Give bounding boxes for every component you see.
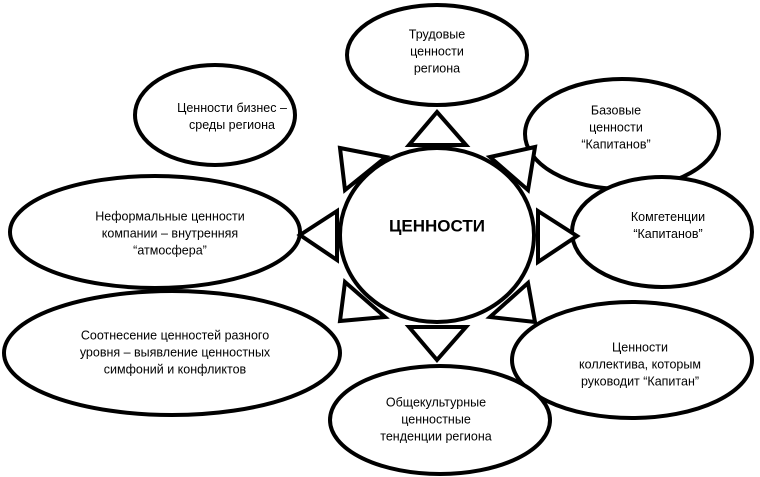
- label-line: Ценности бизнес –: [177, 101, 287, 115]
- node-top-right-label: Базовые ценности “Капитанов”: [581, 103, 650, 154]
- label-line: среды региона: [189, 118, 275, 132]
- label-line: тенденции региона: [380, 429, 492, 444]
- arrow-left: [296, 207, 339, 264]
- label-line: “атмосфера”: [133, 243, 207, 258]
- node-right-label: Комгетенции “Капитанов”: [631, 209, 705, 243]
- label-line: уровня – выявление ценностных: [79, 345, 271, 360]
- node-bottom-label: Общекультурные ценностные тенденции реги…: [380, 395, 491, 446]
- label-line: Общекультурные: [385, 395, 487, 410]
- node-left-label: Неформальные ценности компании – внутрен…: [95, 209, 245, 260]
- arrow-bottom-right: [485, 279, 538, 325]
- node-top-shape: [345, 3, 529, 107]
- label-line: Ценности: [612, 340, 668, 355]
- label-line: “Капитанов”: [581, 137, 651, 152]
- label-line: ценности: [410, 44, 464, 59]
- node-bottom-shape: [328, 364, 552, 476]
- label-line: симфоний и конфликтов: [103, 362, 247, 377]
- node-left-shape: [8, 174, 302, 290]
- node-top-left-label: Ценности бизнес – среды региона: [177, 100, 287, 134]
- center-label: ЦЕННОСТИ: [389, 216, 485, 236]
- label-line: коллектива, которым: [579, 357, 701, 372]
- arrow-right: [536, 207, 581, 266]
- node-bottom-left-label: Соотнесение ценностей разного уровня – в…: [80, 328, 270, 379]
- arrow-top: [404, 108, 471, 147]
- label-line: Базовые: [590, 103, 642, 118]
- node-bottom-right-label: Ценности коллектива, которым руководит “…: [579, 340, 701, 391]
- label-line: компании – внутренняя: [101, 226, 239, 241]
- node-bottom-left-shape: [2, 289, 342, 417]
- label-line: руководит “Капитан”: [580, 374, 700, 389]
- arrow-top-left: [337, 145, 391, 194]
- label-line: региона: [413, 61, 461, 76]
- node-top-label: Трудовые ценности региона: [409, 27, 465, 78]
- node-top-left-shape: [133, 63, 297, 167]
- node-bottom-right-shape: [510, 300, 754, 420]
- label-line: Трудовые: [408, 27, 466, 42]
- label-line: “Капитанов”: [633, 227, 703, 241]
- arrow-top-right: [485, 144, 538, 194]
- label-line: Неформальные ценности: [95, 209, 245, 224]
- arrow-bottom: [404, 325, 471, 364]
- label-line: Соотнесение ценностей разного: [80, 328, 270, 343]
- label-line: ценностные: [401, 412, 471, 427]
- label-line: ценности: [589, 120, 643, 135]
- center-circle: [338, 146, 536, 324]
- label-line: Комгетенции: [630, 210, 706, 224]
- arrow-bottom-left: [337, 278, 390, 324]
